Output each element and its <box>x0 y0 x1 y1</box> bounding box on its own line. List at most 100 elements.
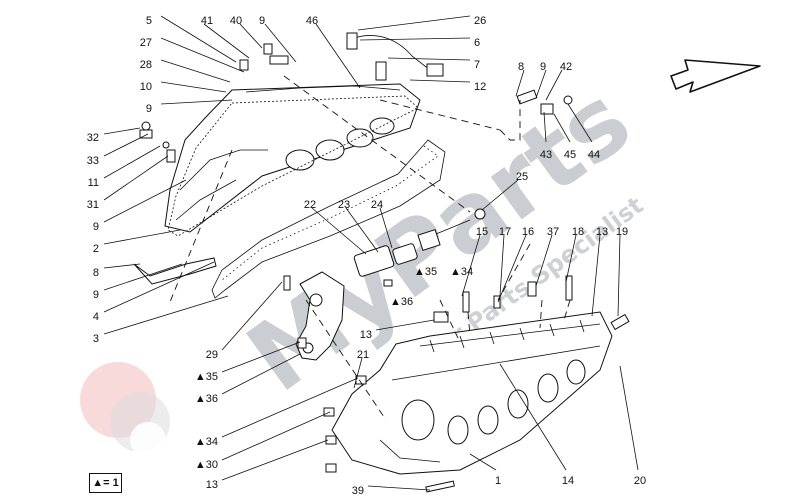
callout-label: 21 <box>357 349 369 361</box>
leader-line <box>499 363 567 471</box>
leader-line <box>311 207 367 255</box>
callout-label: ▲36 <box>390 296 413 308</box>
leader-line <box>103 295 229 335</box>
leader-line <box>103 155 169 201</box>
callout-label: 3 <box>93 333 99 345</box>
callout-label: 23 <box>338 199 350 211</box>
legend-box: ▲= 1 <box>89 473 122 493</box>
leader-line <box>375 319 435 331</box>
callout-label: ▲35 <box>414 266 437 278</box>
callout-label: ▲34 <box>450 266 473 278</box>
leader-line <box>535 69 547 99</box>
callout-label: 13 <box>596 226 608 238</box>
leader-line <box>103 263 141 269</box>
leader-line <box>567 103 593 143</box>
callout-label: 40 <box>230 15 242 27</box>
leader-line <box>103 133 149 157</box>
left-fasteners <box>133 121 217 285</box>
leader-line <box>160 81 227 93</box>
callout-label: 25 <box>516 171 528 183</box>
callout-label: 43 <box>540 149 552 161</box>
cylinder-head <box>331 311 613 475</box>
leader-line <box>535 234 553 287</box>
callout-label: 45 <box>564 149 576 161</box>
callout-label: 44 <box>588 149 600 161</box>
leader-line <box>481 179 519 211</box>
callout-label: 13 <box>360 329 372 341</box>
callout-label: 10 <box>140 81 152 93</box>
callout-label: 18 <box>572 226 584 238</box>
leader-line <box>345 207 379 253</box>
callout-label: 8 <box>93 267 99 279</box>
callout-label: 28 <box>140 59 152 71</box>
leader-line <box>387 57 471 61</box>
leader-line <box>221 411 331 461</box>
callout-label: 26 <box>474 15 486 27</box>
leader-line <box>565 234 577 283</box>
callout-label: 6 <box>474 37 480 49</box>
callout-label: 14 <box>562 475 574 487</box>
leader-line <box>315 23 361 89</box>
leader-line <box>357 15 471 31</box>
callout-label: 5 <box>146 15 152 27</box>
leader-line <box>103 145 161 179</box>
leader-line <box>160 99 233 105</box>
leader-line <box>353 357 363 389</box>
leader-line <box>221 341 301 373</box>
callout-label: 22 <box>304 199 316 211</box>
leader-line <box>203 23 250 59</box>
callout-label: 8 <box>518 61 524 73</box>
leader-line <box>469 453 497 471</box>
callout-label: 31 <box>87 199 99 211</box>
callout-label: 27 <box>140 37 152 49</box>
rear-cover-gasket <box>167 95 419 237</box>
callout-label: 9 <box>540 61 546 73</box>
callout-label: 13 <box>206 479 218 491</box>
front-cover-gasket <box>211 139 446 299</box>
leader-line <box>221 377 359 438</box>
timing-bracket <box>295 271 345 361</box>
leader-line <box>553 113 571 143</box>
leader-line <box>367 485 431 491</box>
callout-label: 42 <box>560 61 572 73</box>
leader-line <box>103 179 187 223</box>
cam-sensor-group <box>346 32 444 81</box>
bracket-small-parts <box>516 89 573 115</box>
leader-line <box>239 23 263 49</box>
leader-line <box>379 207 393 249</box>
rear-valve-cover <box>164 83 421 233</box>
leader-line <box>103 229 181 245</box>
callout-label: 32 <box>87 132 99 144</box>
callout-label: 11 <box>88 177 99 189</box>
leader-line <box>499 234 505 297</box>
callout-label: 33 <box>87 155 99 167</box>
callout-label: ▲36 <box>195 393 218 405</box>
callout-label: 9 <box>93 221 99 233</box>
callout-label: 37 <box>547 226 559 238</box>
callout-label: 20 <box>634 475 646 487</box>
callout-label: 2 <box>93 243 99 255</box>
callout-label: ▲30 <box>195 459 218 471</box>
callout-label: 12 <box>474 81 486 93</box>
callout-label: 41 <box>201 15 213 27</box>
callout-label: 17 <box>499 226 511 238</box>
leader-line <box>545 69 563 101</box>
leader-line <box>264 23 297 63</box>
direction-arrow <box>670 59 761 93</box>
leader-line <box>617 234 621 317</box>
callout-label: ▲35 <box>195 371 218 383</box>
leader-line <box>221 281 283 351</box>
callout-label: 19 <box>616 226 628 238</box>
leader-line <box>103 263 183 291</box>
leader-line <box>160 37 245 73</box>
leader-line <box>515 69 525 97</box>
callout-label: 46 <box>306 15 318 27</box>
leader-line <box>461 234 481 297</box>
callout-label: 9 <box>146 103 152 115</box>
callout-label: 9 <box>259 15 265 27</box>
leader-line <box>359 37 471 41</box>
vvt-solenoid <box>353 208 486 277</box>
leader-line <box>103 127 141 135</box>
leader-line <box>221 353 301 395</box>
